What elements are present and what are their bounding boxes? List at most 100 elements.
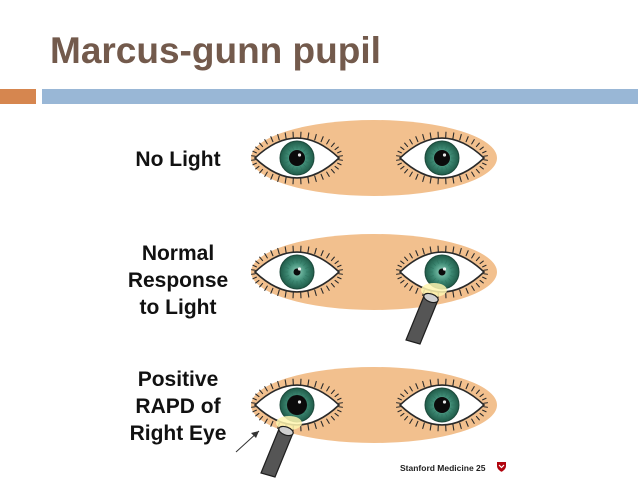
eyelash — [337, 409, 342, 413]
eyelash — [396, 406, 401, 408]
eyelash — [400, 393, 405, 398]
eyelash — [307, 132, 310, 140]
eyelash — [259, 168, 264, 174]
eyelash — [320, 250, 324, 257]
eyelash — [326, 285, 330, 291]
flashlight-lens — [423, 292, 439, 304]
eyelash — [270, 287, 274, 294]
iris-ray — [305, 408, 312, 412]
eyelash — [465, 250, 469, 257]
eyelash — [330, 282, 335, 288]
eyelash — [396, 402, 401, 404]
eyelash — [429, 379, 432, 387]
eyelash — [415, 173, 419, 180]
iris-ray — [282, 265, 289, 269]
eyelash — [264, 139, 268, 145]
iris-ray — [448, 278, 454, 284]
eyelash — [483, 269, 488, 271]
iris-ray — [435, 257, 439, 264]
eyelash — [255, 412, 260, 417]
eyelash — [422, 247, 425, 255]
eyelash — [479, 279, 484, 284]
eyelash — [415, 136, 419, 143]
eyelash — [465, 173, 469, 180]
iris-ray — [305, 398, 312, 402]
eyelash — [307, 290, 310, 298]
eyelash — [326, 139, 330, 145]
iris-ray — [285, 393, 291, 399]
eyelash — [264, 418, 268, 424]
eyelash — [330, 256, 335, 262]
pupil-highlight — [442, 267, 447, 271]
eyelash — [264, 285, 268, 291]
eyelash — [422, 133, 425, 141]
eyelash — [334, 412, 339, 417]
iris-ray — [305, 161, 312, 165]
eyelash — [259, 389, 264, 395]
eyelash — [475, 142, 480, 148]
eyelash — [330, 168, 335, 174]
eyelash — [415, 287, 419, 294]
iris-ray — [300, 166, 304, 173]
eyelash — [284, 379, 287, 387]
eyelash — [255, 260, 260, 265]
iris-ray — [450, 275, 457, 279]
iris-ray — [300, 280, 304, 287]
eyelash — [471, 253, 475, 259]
eyelash — [270, 173, 274, 180]
eyelash — [404, 168, 409, 174]
iris-ray — [435, 413, 439, 420]
eyelash — [338, 406, 343, 408]
eyelash — [397, 397, 402, 401]
eyelash — [471, 386, 475, 392]
label-line: Response — [127, 269, 229, 292]
eyelash — [452, 132, 455, 140]
eyelash — [270, 383, 274, 390]
pupil-highlight — [297, 153, 302, 157]
iris-ray — [300, 413, 304, 420]
iris-ray — [427, 265, 434, 269]
iris-ray — [290, 280, 294, 287]
iris-ray — [448, 411, 454, 417]
iris-ray — [430, 164, 436, 170]
eyelash — [404, 142, 409, 148]
eyelash — [338, 159, 343, 161]
row-label-positive-rapd: Positive RAPD of Right Eye — [110, 366, 246, 447]
iris-ray — [290, 390, 294, 397]
eyelash — [400, 279, 405, 284]
eyelash — [409, 253, 413, 259]
eyelash — [409, 386, 413, 392]
flashlight — [405, 283, 447, 345]
eyelash — [415, 250, 419, 257]
eyelash — [251, 273, 256, 275]
eyelash — [284, 246, 287, 254]
eyelash — [459, 380, 462, 388]
right-eye — [251, 131, 343, 185]
iris-ray — [430, 278, 436, 284]
eyelash — [475, 282, 480, 288]
row-label-no-light: No Light — [118, 146, 238, 173]
eyelash — [334, 165, 339, 170]
eyelash — [409, 139, 413, 145]
eyelash — [284, 176, 287, 184]
iris-ray — [282, 151, 289, 155]
eyelash — [483, 159, 488, 161]
stanford-shield-icon — [497, 462, 506, 472]
iris-ray — [448, 393, 454, 399]
iris-ray — [285, 164, 291, 170]
eyelash — [277, 175, 280, 183]
iris-ray — [430, 393, 436, 399]
iris-ray — [450, 398, 457, 402]
eyelash — [251, 402, 256, 404]
pointer-arrow — [235, 430, 260, 453]
eyelash — [255, 165, 260, 170]
iris-ray — [285, 411, 291, 417]
iris-ray — [445, 280, 449, 287]
eyelash — [482, 409, 487, 413]
eyelash — [330, 415, 335, 421]
eyelash — [252, 397, 257, 401]
label-line: No Light — [135, 148, 221, 171]
iris-ray — [445, 390, 449, 397]
iris-ray — [435, 390, 439, 397]
